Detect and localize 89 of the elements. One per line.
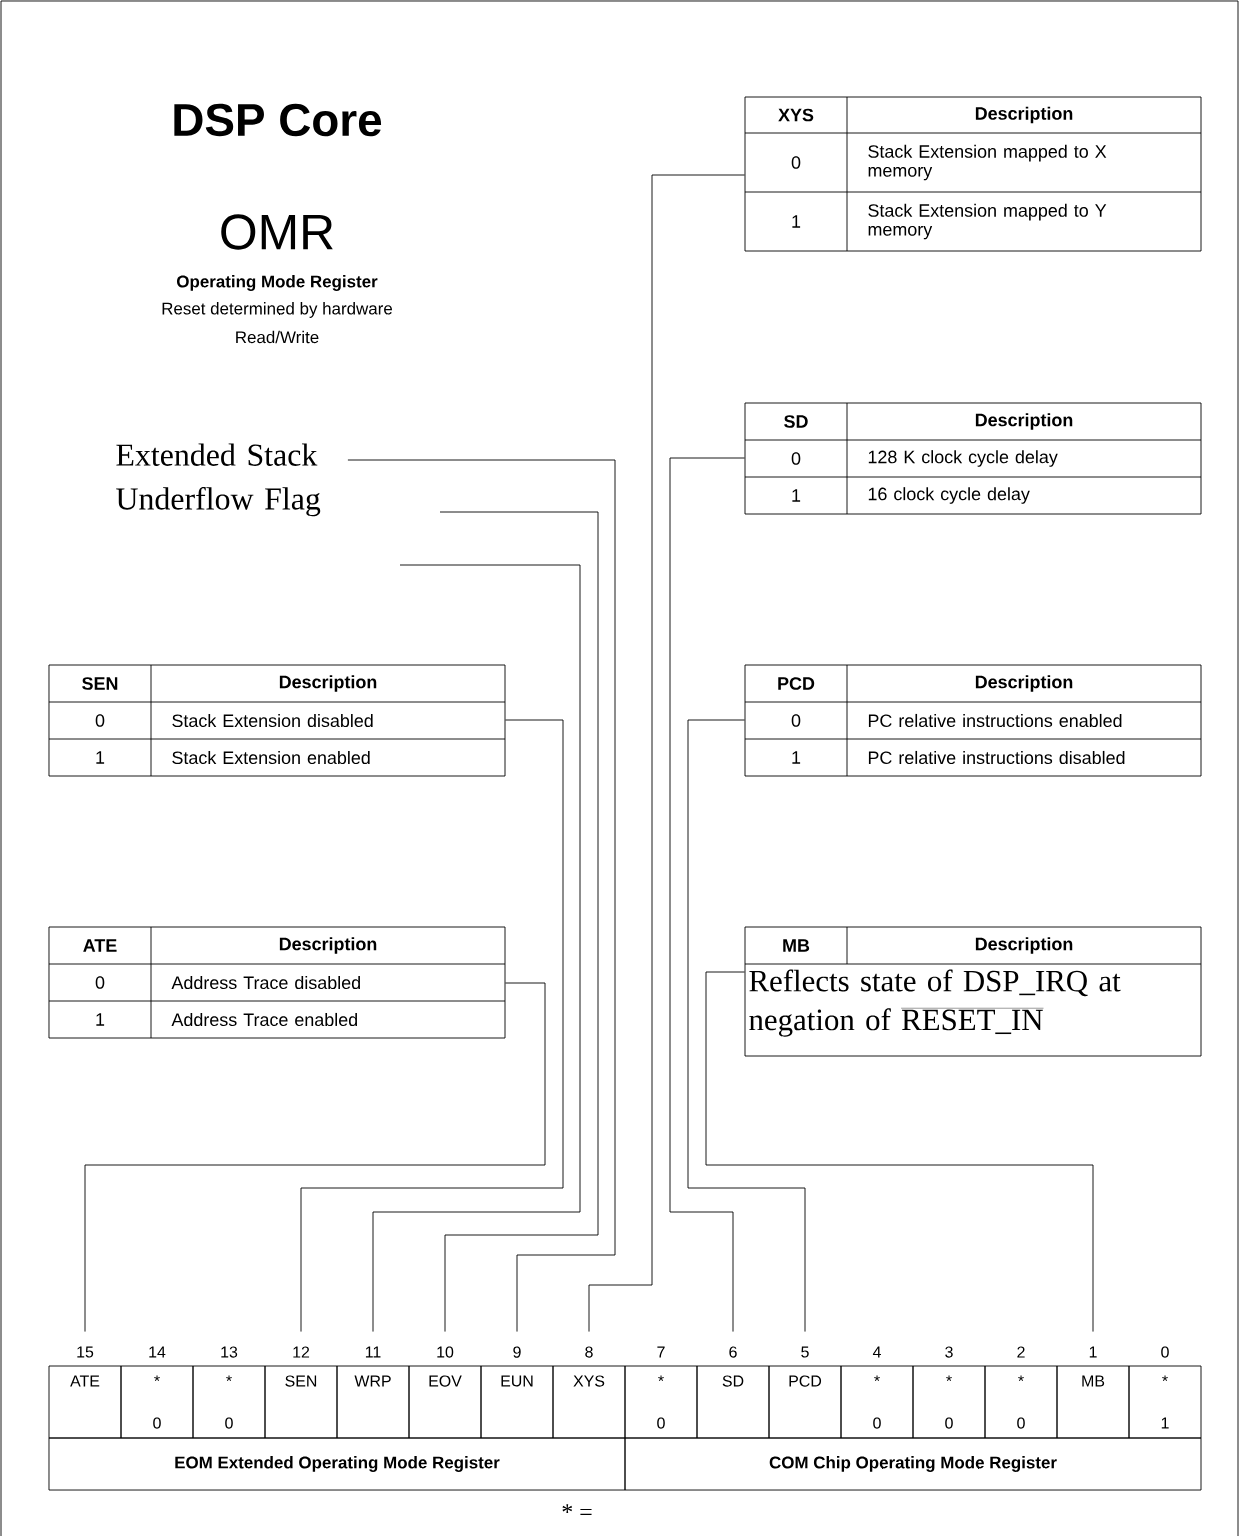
title: DSP Core — [174, 103, 382, 137]
table — [48, 664, 506, 777]
table-header: Description — [975, 937, 1073, 954]
bit-cell: * 0 — [840, 1365, 914, 1439]
table-cell: Reflects state of DSP_IRQ at negation of RESET_IN — [749, 969, 1121, 1037]
bit-cell: * 0 — [120, 1365, 194, 1439]
leader-line — [439, 511, 599, 1332]
leader-line — [669, 457, 745, 1332]
table-cell: 1 — [96, 1013, 105, 1026]
bit-cell: * 0 — [984, 1365, 1058, 1439]
leader-line — [84, 982, 546, 1332]
register-bar: COM Chip Operating Mode Register — [624, 1437, 1202, 1491]
leader-text: Extended Stack Underflow Flag — [116, 443, 321, 517]
leader-line — [347, 459, 616, 1332]
table-header: Description — [279, 937, 377, 954]
table-cell: 0 — [791, 452, 801, 465]
bit-number: 2 — [1017, 1346, 1025, 1358]
bit-number: 8 — [585, 1346, 593, 1358]
bit-number: 10 — [437, 1346, 454, 1358]
table-cell: 0 — [791, 156, 801, 169]
note: Read/Write — [236, 330, 319, 344]
table-header: SEN — [82, 677, 118, 690]
subtitle: Operating Mode Register — [177, 275, 378, 291]
table-cell: 1 — [792, 751, 801, 764]
bit-cell: * 0 — [192, 1365, 266, 1439]
bit-number: 9 — [513, 1346, 521, 1358]
table-cell: Stack Extension disabled — [172, 713, 373, 728]
table-cell: 1 — [792, 489, 801, 502]
leader-line — [300, 719, 564, 1332]
bit-cell: PCD — [768, 1365, 842, 1439]
bit-cell: * 0 — [624, 1365, 698, 1439]
bit-cell: SD — [696, 1365, 770, 1439]
bit-number: 5 — [801, 1346, 809, 1358]
table — [744, 96, 1202, 252]
leader-line — [372, 564, 581, 1332]
table-header: SD — [784, 415, 808, 428]
table — [744, 664, 1202, 777]
table-header: XYS — [778, 108, 814, 122]
register-name: OMR — [221, 214, 333, 250]
bit-number: 12 — [293, 1346, 310, 1358]
table-cell: PC relative instructions enabled — [868, 713, 1122, 728]
leader-line — [687, 719, 806, 1332]
table-cell: PC relative instructions disabled — [868, 750, 1125, 765]
table-header: Description — [975, 675, 1073, 692]
table-cell: 1 — [96, 751, 105, 764]
bit-number: 3 — [945, 1346, 953, 1358]
bit-number: 1 — [1089, 1346, 1097, 1358]
table-cell: Address Trace enabled — [171, 1012, 357, 1027]
table-header: ATE — [83, 939, 117, 952]
table — [48, 926, 506, 1039]
footnote: * = — [562, 1504, 592, 1515]
bit-number: 14 — [149, 1346, 166, 1358]
bit-number: 15 — [77, 1346, 94, 1358]
bit-number: 11 — [365, 1346, 381, 1358]
table-cell: 1 — [792, 215, 801, 228]
table-cell: 128 K clock cycle delay — [868, 450, 1058, 467]
table-cell: Stack Extension mapped to X memory — [868, 144, 1107, 181]
bit-cell: SEN — [264, 1365, 338, 1439]
table-cell: 0 — [791, 714, 801, 727]
table-cell: Stack Extension enabled — [172, 750, 370, 765]
table-cell: 0 — [95, 714, 105, 727]
bit-number: 7 — [657, 1346, 665, 1358]
bit-cell: * 1 — [1128, 1365, 1202, 1439]
bit-number: 13 — [221, 1346, 238, 1358]
note: Reset determined by hardware — [162, 302, 392, 318]
bit-cell: WRP — [336, 1365, 410, 1439]
table-cell: Stack Extension mapped to Y memory — [868, 203, 1107, 240]
bit-cell: MB — [1056, 1365, 1130, 1439]
bit-number: 6 — [729, 1346, 737, 1358]
table-header: MB — [783, 939, 810, 952]
bit-cell: EOV — [408, 1365, 482, 1439]
bit-cell: EUN — [480, 1365, 554, 1439]
leader-line — [588, 174, 745, 1332]
table-cell: 0 — [95, 976, 105, 989]
bit-cell: ATE — [48, 1365, 122, 1439]
table-cell: Address Trace disabled — [171, 975, 360, 990]
bit-number: 4 — [872, 1346, 881, 1358]
leader-line — [705, 971, 1094, 1332]
table-cell: 16 clock cycle delay — [868, 487, 1030, 504]
table — [744, 402, 1202, 515]
table-header: Description — [975, 106, 1073, 124]
table-header: Description — [279, 675, 377, 692]
bit-cell: * 0 — [912, 1365, 986, 1439]
register-bar: EOM Extended Operating Mode Register — [48, 1437, 626, 1491]
table — [744, 926, 1202, 1057]
bit-cell: XYS — [552, 1365, 626, 1439]
bit-number: 0 — [1161, 1346, 1169, 1358]
table-header: Description — [975, 413, 1073, 430]
table-header: PCD — [778, 677, 815, 690]
